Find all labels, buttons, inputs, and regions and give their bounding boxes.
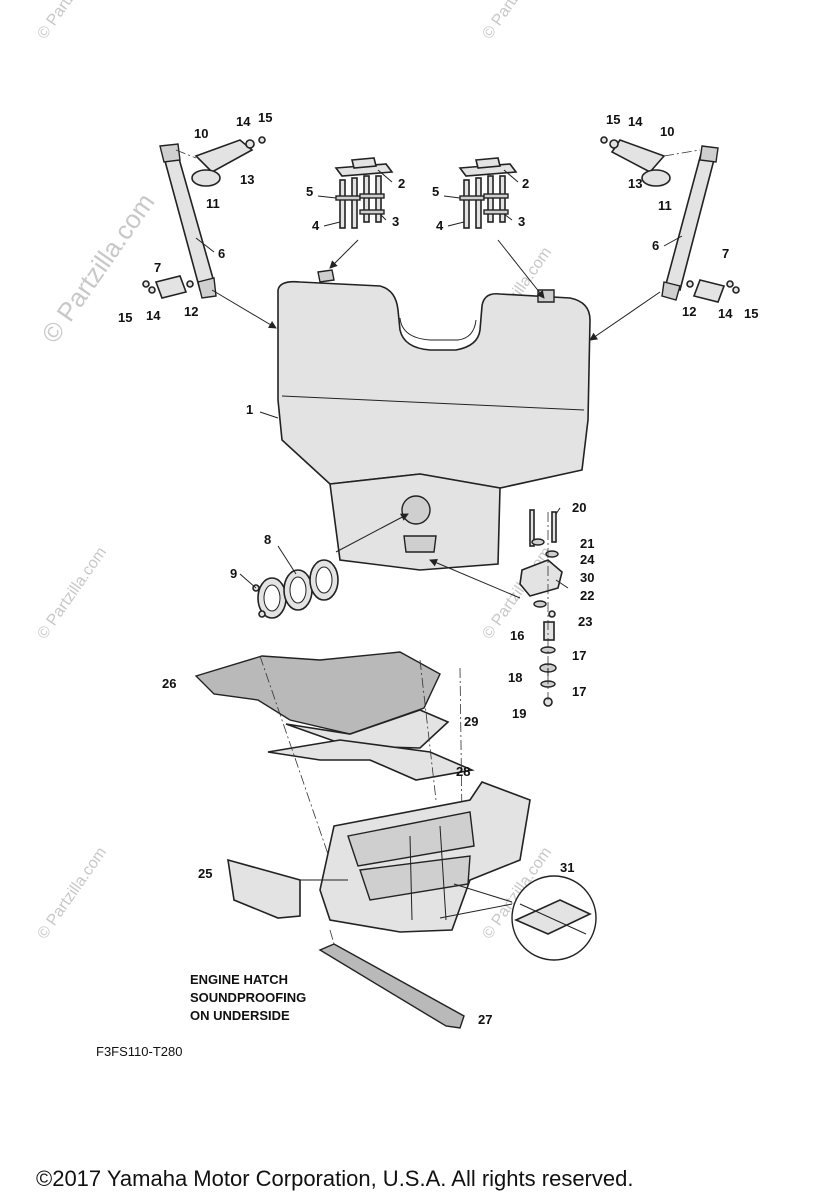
- callout-30: 30: [580, 570, 594, 585]
- soundproofing-note: ENGINE HATCH SOUNDPROOFING ON UNDERSIDE: [190, 972, 306, 1023]
- callout-15: 15: [258, 110, 272, 125]
- callout-28: 28: [456, 764, 470, 779]
- strut-bracket-upper-left: [175, 136, 266, 187]
- gas-strut-right: [661, 145, 719, 301]
- callout-18: 18: [508, 670, 522, 685]
- callout-29: 29: [464, 714, 478, 729]
- watermark-tile: © Partzilla.com: [34, 544, 110, 642]
- leader-lines: [195, 169, 683, 676]
- hatch-liner: [319, 781, 531, 933]
- callout-10: 10: [194, 126, 208, 141]
- callout-14: 14: [146, 308, 161, 323]
- callout-5: 5: [306, 184, 313, 199]
- callout-15: 15: [118, 310, 132, 325]
- latch-assembly: [519, 509, 563, 707]
- callout-13: 13: [240, 172, 254, 187]
- callout-4: 4: [312, 218, 320, 233]
- callout-7: 7: [722, 246, 729, 261]
- callout-5: 5: [432, 184, 439, 199]
- callout-24: 24: [580, 552, 595, 567]
- callout-7: 7: [154, 260, 161, 275]
- watermark-tile: © Partzilla.com: [34, 844, 110, 942]
- callout-22: 22: [580, 588, 594, 603]
- vent-rings: [252, 559, 339, 619]
- callout-4: 4: [436, 218, 444, 233]
- callout-20: 20: [572, 500, 586, 515]
- callout-14: 14: [236, 114, 251, 129]
- callout-25: 25: [198, 866, 212, 881]
- callout-13: 13: [628, 176, 642, 191]
- callout-26: 26: [162, 676, 176, 691]
- callout-6: 6: [652, 238, 659, 253]
- callout-1: 1: [246, 402, 253, 417]
- hinge-set-right: [458, 157, 518, 229]
- callout-23: 23: [578, 614, 592, 629]
- callout-6: 6: [218, 246, 225, 261]
- soundproofing-layers: [194, 651, 475, 861]
- callout-16: 16: [510, 628, 524, 643]
- strut-bracket-upper-right: [600, 136, 701, 187]
- callout-11: 11: [658, 198, 672, 213]
- callout-10: 10: [660, 124, 674, 139]
- callout-8: 8: [264, 532, 271, 547]
- assembly-arrows: [211, 239, 661, 599]
- callout-labels: 1 2 2 3 3 4 4 5 5 6 6 7 7 8 9 10 10 11 1…: [118, 110, 758, 1027]
- gas-strut-left: [159, 143, 217, 299]
- callout-14: 14: [628, 114, 643, 129]
- callout-12: 12: [184, 304, 198, 319]
- drawing-code: F3FS110-T280: [96, 1044, 182, 1059]
- copyright-notice: ©2017 Yamaha Motor Corporation, U.S.A. A…: [36, 1166, 633, 1191]
- callout-11: 11: [206, 196, 220, 211]
- callout-9: 9: [230, 566, 237, 581]
- callout-3: 3: [392, 214, 399, 229]
- engine-hatch: [277, 269, 591, 571]
- foam-strip-27: [318, 929, 465, 1029]
- watermark-tile: © Partzilla.com: [479, 0, 555, 42]
- note-line-2: SOUNDPROOFING: [190, 990, 306, 1005]
- callout-17: 17: [572, 684, 586, 699]
- callout-31: 31: [560, 860, 574, 875]
- detail-callout-31: [439, 875, 597, 961]
- callout-27: 27: [478, 1012, 492, 1027]
- watermark-tile: © Partzilla.com: [34, 0, 110, 42]
- strut-bracket-lower-left: [142, 275, 194, 299]
- callout-3: 3: [518, 214, 525, 229]
- note-line-3: ON UNDERSIDE: [190, 1008, 290, 1023]
- callout-15: 15: [744, 306, 758, 321]
- callout-12: 12: [682, 304, 696, 319]
- watermark-logo: © Partzilla.com: [35, 188, 160, 349]
- callout-21: 21: [580, 536, 594, 551]
- callout-17: 17: [572, 648, 586, 663]
- soundproof-block-25: [227, 858, 348, 919]
- callout-19: 19: [512, 706, 526, 721]
- callout-14: 14: [718, 306, 733, 321]
- strut-bracket-lower-right: [686, 279, 740, 303]
- note-line-1: ENGINE HATCH: [190, 972, 288, 987]
- callout-2: 2: [522, 176, 529, 191]
- hinge-set-left: [334, 157, 394, 229]
- callout-2: 2: [398, 176, 405, 191]
- callout-15: 15: [606, 112, 620, 127]
